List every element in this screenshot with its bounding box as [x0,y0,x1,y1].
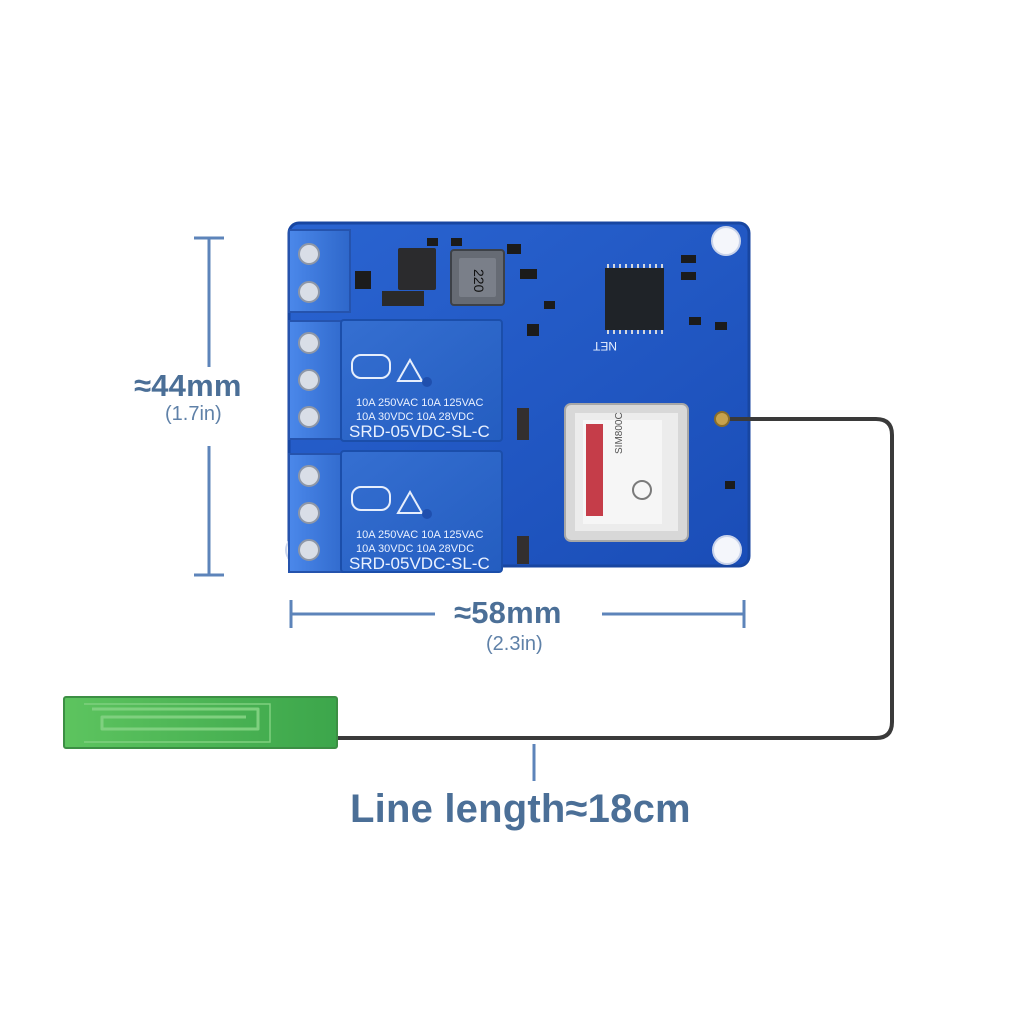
relay-bottom-line-1: 10A 250VAC 10A 125VAC [356,529,483,541]
antenna-cable [302,417,894,740]
relay-top-model: SRD-05VDC-SL-C [349,422,490,441]
inductor-label: 220 [471,269,487,293]
net-label: NET [592,339,617,353]
height-label-sub: (1.7in) [165,403,222,425]
width-label-sub: (2.3in) [486,633,543,655]
height-dimension-icon [194,236,224,577]
relay-bottom-model: SRD-05VDC-SL-C [349,554,490,573]
relay-top: 10A 250VAC 10A 125VAC 10A 30VDC 10A 28VD… [340,319,503,442]
main-chip [605,264,664,334]
antenna-icon [63,696,338,749]
relay-top-line-2: 10A 30VDC 10A 28VDC [356,411,474,423]
line-length-label: Line length≈18cm [350,787,691,831]
terminal-block-middle [288,320,351,440]
module-label: SIM800C [614,412,625,454]
terminal-block-top [288,229,351,313]
power-components: 220 [355,248,505,306]
height-label: ≈44mm [134,368,242,403]
gsm-module: SIM800C [564,403,689,542]
relay-bottom: 10A 250VAC 10A 125VAC 10A 30VDC 10A 28VD… [340,450,503,573]
relay-top-line-1: 10A 250VAC 10A 125VAC [356,397,483,409]
width-dimension-icon [289,600,746,628]
width-label: ≈58mm [454,595,562,630]
relay-module-board: 10A 250VAC 10A 125VAC 10A 30VDC 10A 28VD… [285,221,751,573]
terminal-block-bottom [288,453,351,573]
relay-bottom-line-2: 10A 30VDC 10A 28VDC [356,543,474,555]
